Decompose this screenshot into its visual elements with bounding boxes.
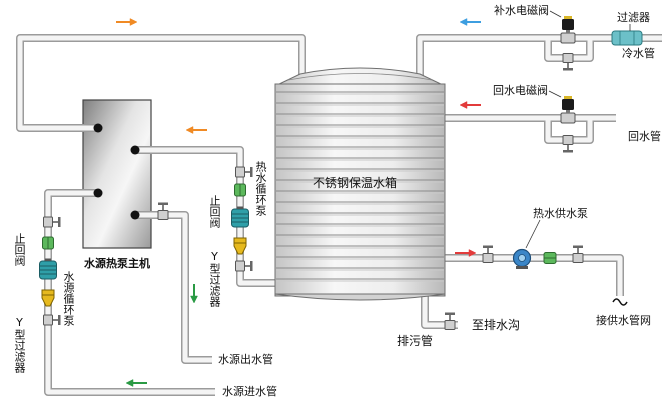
makeup-bypass-valve bbox=[562, 52, 574, 72]
top-loop-pipe-fill bbox=[17, 35, 305, 131]
label-hot-circulation-pump: 热水循环泵 bbox=[254, 161, 267, 216]
gate-valve-source-lower bbox=[42, 314, 62, 326]
components bbox=[39, 15, 643, 331]
flow-arrow-source-in bbox=[125, 379, 147, 387]
gate-valve-source-outlet bbox=[157, 201, 169, 221]
water-tank bbox=[274, 67, 446, 301]
tank-dome bbox=[274, 67, 446, 87]
tank-dome-line bbox=[287, 73, 433, 81]
hot-supply-pipe-fill bbox=[445, 255, 623, 296]
label-supply-network: 接供水管网 bbox=[596, 314, 651, 327]
cold-water-pipe-fill bbox=[417, 35, 662, 82]
leader-supply-pump bbox=[525, 219, 541, 249]
source-circulation-pump bbox=[39, 258, 57, 280]
port-hot-out bbox=[93, 123, 103, 133]
label-cold-water-pipe: 冷水管 bbox=[622, 47, 655, 60]
label-drain-pipe: 排污管 bbox=[397, 334, 434, 348]
port-source-out bbox=[130, 210, 140, 220]
inline-filter bbox=[611, 30, 643, 46]
flow-arrow-hot-loop bbox=[116, 18, 138, 26]
port-hot-in bbox=[130, 145, 140, 155]
label-y-filter-hot: Y型过滤器 bbox=[208, 250, 221, 307]
check-valve-supply bbox=[543, 252, 557, 264]
gate-valve-hot-upper bbox=[234, 166, 254, 178]
label-return-pipe: 回水管 bbox=[628, 130, 661, 143]
gate-valve-supply-outlet bbox=[572, 244, 584, 264]
flow-arrow-cold-inlet bbox=[459, 18, 481, 26]
label-makeup-solenoid-valve: 补水电磁阀 bbox=[494, 4, 549, 17]
flow-arrow-source-out bbox=[190, 284, 198, 304]
return-bypass-valve bbox=[562, 134, 574, 154]
label-return-solenoid-valve: 回水电磁阀 bbox=[493, 84, 548, 97]
port-source-in bbox=[93, 188, 103, 198]
y-filter-source bbox=[41, 289, 55, 307]
label-source-outlet-pipe: 水源出水管 bbox=[218, 353, 273, 366]
tank-bottom bbox=[274, 293, 446, 301]
label-source-circulation-pump: 水源循环泵 bbox=[62, 271, 75, 326]
label-hot-supply-pump: 热水供水泵 bbox=[533, 207, 588, 220]
return-solenoid-valve bbox=[560, 95, 576, 124]
label-heat-pump-unit: 水源热泵主机 bbox=[84, 257, 150, 270]
hot-supply-pump bbox=[512, 248, 532, 270]
label-filter: 过滤器 bbox=[617, 11, 650, 24]
label-source-inlet-pipe: 水源进水管 bbox=[222, 385, 277, 398]
label-check-valve-hot: 止回阀 bbox=[208, 195, 221, 228]
flow-arrow-hot-return bbox=[185, 126, 207, 134]
drain-valve bbox=[444, 311, 456, 331]
flow-arrow-return bbox=[459, 101, 481, 109]
flow-arrow-supply bbox=[455, 249, 477, 257]
gate-valve-source-upper bbox=[42, 216, 62, 228]
heat-pump-unit bbox=[82, 99, 152, 249]
label-to-drain-ditch: 至排水沟 bbox=[472, 318, 521, 332]
hot-supply-pipe bbox=[445, 254, 624, 296]
leader-return-valve bbox=[548, 90, 562, 98]
label-y-filter-source: Y型过滤器 bbox=[13, 316, 26, 373]
hot-circulation-pump bbox=[231, 206, 249, 228]
tank-body bbox=[274, 83, 446, 297]
leader-lines bbox=[525, 10, 631, 249]
check-valve-hot bbox=[234, 183, 246, 197]
gate-valve-supply-inlet bbox=[482, 244, 494, 264]
y-filter-hot bbox=[233, 237, 247, 255]
heat-pump-ports bbox=[93, 123, 140, 220]
check-valve-source bbox=[42, 236, 54, 250]
top-loop-pipe bbox=[16, 34, 306, 132]
makeup-solenoid-valve bbox=[560, 15, 576, 44]
gate-valve-hot-lower bbox=[234, 260, 254, 272]
label-check-valve-source: 止回阀 bbox=[13, 233, 26, 266]
leader-makeup-valve bbox=[549, 10, 562, 18]
label-tank: 不锈钢保温水箱 bbox=[313, 176, 398, 190]
tank-ribs bbox=[276, 91, 444, 282]
network-break-symbol bbox=[612, 298, 628, 306]
